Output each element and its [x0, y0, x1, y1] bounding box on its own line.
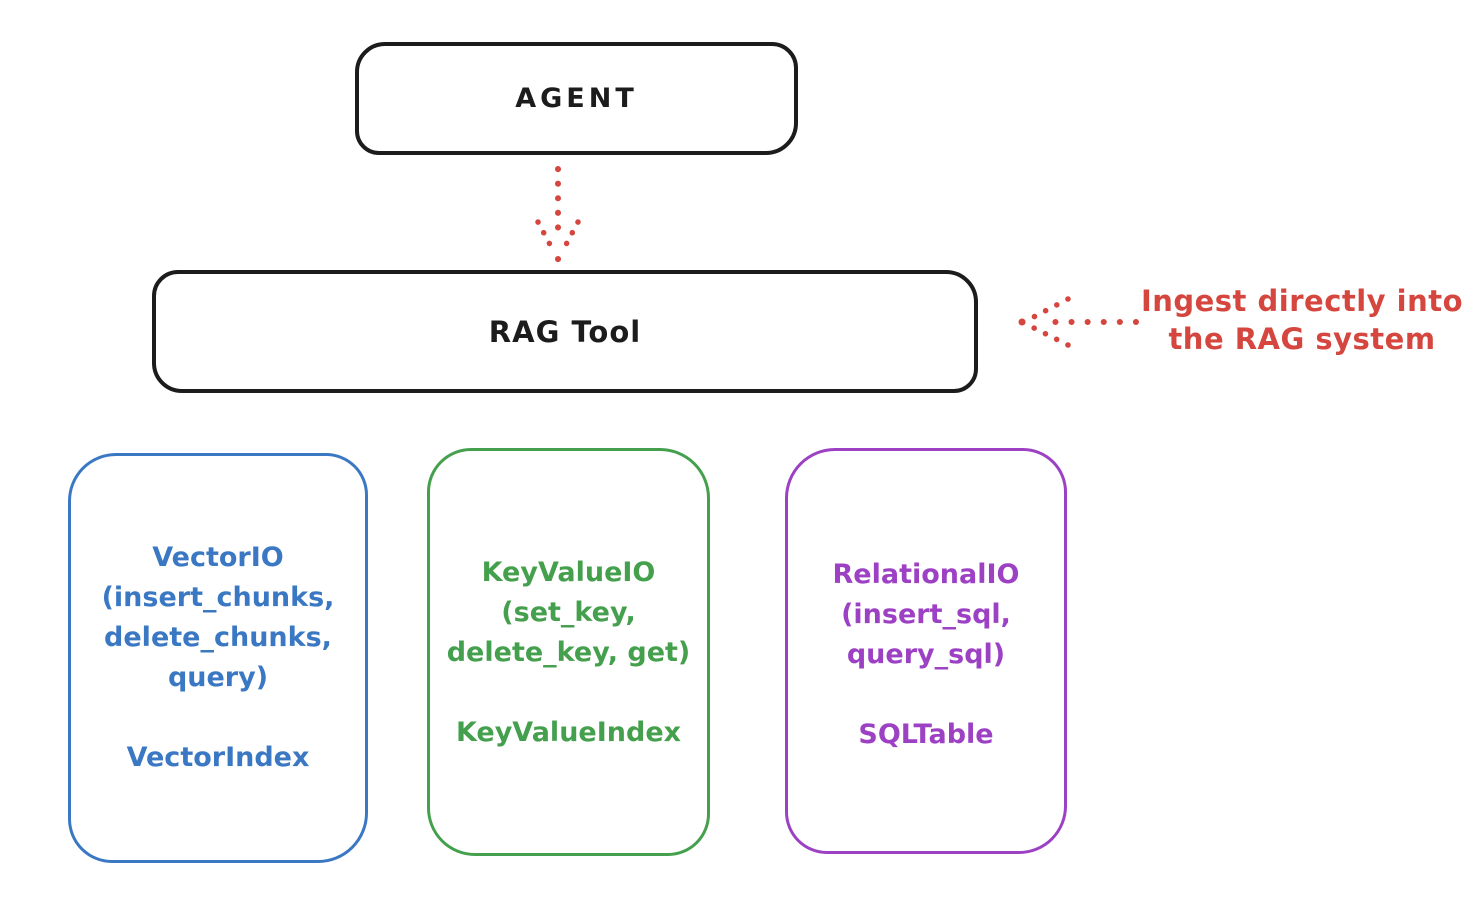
vector-io-method-line: query)	[167, 662, 269, 693]
vector-io-method-line: delete_chunks,	[104, 622, 332, 653]
ingest-annotation: Ingest directly into the RAG system	[1130, 282, 1474, 358]
sql-table-label: SQLTable	[858, 719, 994, 750]
vector-index-label: VectorIndex	[126, 742, 310, 773]
relational-io-title: RelationalIO	[832, 559, 1020, 590]
vector-io-method-line: (insert_chunks,	[101, 582, 335, 613]
rag-tool-node: RAG Tool	[152, 270, 978, 393]
ingest-annotation-line1: Ingest directly into	[1140, 284, 1464, 318]
agent-node: AGENT	[355, 42, 798, 155]
rag-tool-label: RAG Tool	[488, 314, 642, 349]
relational-io-method-line: query_sql)	[846, 639, 1006, 670]
vector-io-node: VectorIO (insert_chunks, delete_chunks, …	[68, 453, 368, 863]
agent-label: AGENT	[515, 83, 638, 114]
keyvalue-io-node: KeyValueIO (set_key, delete_key, get) Ke…	[427, 448, 710, 856]
keyvalue-io-method-line: delete_key, get)	[446, 637, 691, 668]
ingest-into-ragtool-arrow	[1018, 296, 1139, 348]
keyvalue-io-title: KeyValueIO	[481, 557, 656, 588]
vector-io-title: VectorIO	[152, 542, 284, 573]
relational-io-node: RelationalIO (insert_sql, query_sql) SQL…	[785, 448, 1067, 854]
keyvalue-index-label: KeyValueIndex	[455, 717, 682, 748]
agent-to-ragtool-arrow	[535, 166, 581, 263]
relational-io-method-line: (insert_sql,	[841, 599, 1011, 630]
keyvalue-io-method-line: (set_key,	[501, 597, 636, 628]
ingest-annotation-line2: the RAG system	[1168, 322, 1436, 356]
